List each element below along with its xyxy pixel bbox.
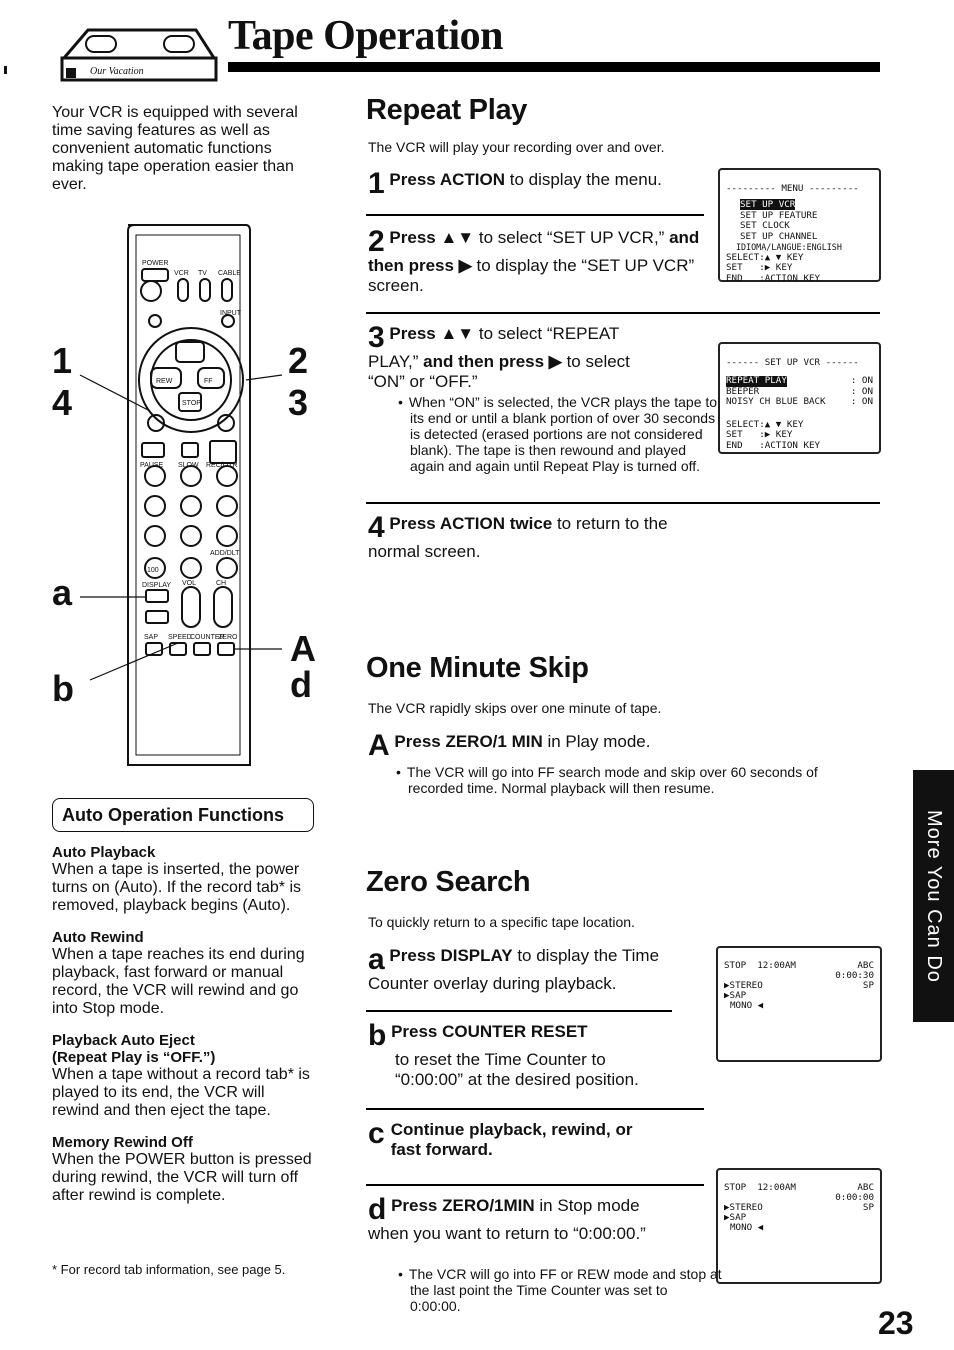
zero-search-title: Zero Search [366,866,531,898]
divider [366,312,880,314]
repeat-step-3-note: When “ON” is selected, the VCR plays the… [396,394,722,474]
menu-highlight: SET UP VCR [740,199,796,210]
svg-text:ADD/DLT: ADD/DLT [210,550,240,557]
memory-rewind-body: When the POWER button is pressed during … [52,1151,312,1204]
repeat-play-subtitle: The VCR will play your recording over an… [368,139,665,155]
repeat-step-2: 2 Press ▲▼ to select “SET UP VCR,” and t… [368,225,700,296]
svg-text:COUNTER: COUNTER [190,634,225,641]
auto-ops-list: Auto Playback When a tape is inserted, t… [52,844,314,1205]
callout-3: 3 [288,382,309,423]
svg-text:SPEED: SPEED [168,634,192,641]
svg-text:CABLE: CABLE [218,270,241,277]
svg-text:VOL: VOL [182,580,196,587]
svg-text:DISPLAY: DISPLAY [142,582,171,589]
zero-step-a: a Press DISPLAY to display the Time Coun… [368,943,660,994]
zero-step-d-note: The VCR will go into FF or REW mode and … [396,1266,722,1314]
auto-eject-title: Playback Auto Eject (Repeat Play is “OFF… [52,1032,216,1066]
repeat-step-3: 3 Press ▲▼ to select “REPEAT PLAY,” and … [368,321,630,392]
remote-control-illustration: POWER VCR TV CABLE INPUT REW FF STOP PAUSE SLOW… [79,224,283,766]
svg-text:REC/OTR: REC/OTR [206,462,238,469]
svg-text:REW: REW [156,378,173,385]
callout-b: b [52,668,74,709]
auto-rewind-title: Auto Rewind [52,929,144,946]
intro-text: Your VCR is equipped with several time s… [52,104,298,193]
auto-ops-heading: Auto Operation Functions [52,798,314,832]
svg-text:SAP: SAP [144,634,158,641]
svg-text:PAUSE: PAUSE [140,462,164,469]
skip-step-A: A Press ZERO/1 MIN in Play mode. [368,729,651,762]
svg-text:POWER: POWER [142,260,168,267]
callout-4: 4 [52,382,73,423]
repeat-step-4: 4 Press ACTION twice to return to the no… [368,511,668,562]
divider [366,1184,704,1186]
divider [366,502,880,504]
svg-text:ZERO: ZERO [218,634,238,641]
cassette-logo-icon [60,28,218,82]
svg-text:CH: CH [216,580,226,587]
divider [366,1010,672,1012]
page-title: Tape Operation [228,13,503,59]
section-side-tab: More You Can Do [913,770,954,1022]
one-minute-skip-title: One Minute Skip [366,652,589,684]
svg-text:STOP: STOP [182,400,201,407]
menu-highlight: REPEAT PLAY [726,375,787,387]
repeat-play-title: Repeat Play [366,94,528,126]
zero-step-c: c Continue playback, rewind, or fast for… [368,1117,633,1160]
skip-note: The VCR will go into FF search mode and … [394,764,868,796]
callout-A: A [290,628,316,669]
auto-playback-title: Auto Playback [52,844,156,861]
callout-2: 2 [288,340,309,381]
callout-a: a [52,572,73,613]
svg-text:INPUT: INPUT [220,310,242,317]
page-number: 23 [878,1305,914,1341]
svg-text:SLOW: SLOW [178,462,199,469]
menu-screen: --------- MENU ---------SET UP VCR SET U… [718,168,881,283]
divider [366,214,704,216]
svg-text:VCR: VCR [174,270,189,277]
svg-text:TV: TV [198,270,207,277]
callout-1: 1 [52,340,73,381]
svg-text:100: 100 [147,567,159,574]
zero-step-d: d Press ZERO/1MIN in Stop mode when you … [368,1193,646,1244]
zero-step-b: b Press COUNTER RESET to reset the Time … [368,1019,639,1090]
auto-rewind-body: When a tape reaches its end during playb… [52,946,305,1017]
zero-search-subtitle: To quickly return to a specific tape loc… [368,914,635,930]
auto-eject-body: When a tape without a record tab* is pla… [52,1066,310,1119]
cassette-label: Our Vacation [90,66,144,77]
title-rule [228,62,880,72]
left-margin-mark [4,66,7,74]
divider [366,1108,704,1110]
svg-text:FF: FF [204,378,213,385]
one-minute-skip-subtitle: The VCR rapidly skips over one minute of… [368,700,662,716]
auto-playback-body: When a tape is inserted, the power turns… [52,861,302,914]
memory-rewind-title: Memory Rewind Off [52,1134,193,1151]
callout-d: d [290,664,312,705]
repeat-step-1: 1 Press ACTION to display the menu. [368,167,662,200]
footnote: * For record tab information, see page 5… [52,1262,286,1277]
